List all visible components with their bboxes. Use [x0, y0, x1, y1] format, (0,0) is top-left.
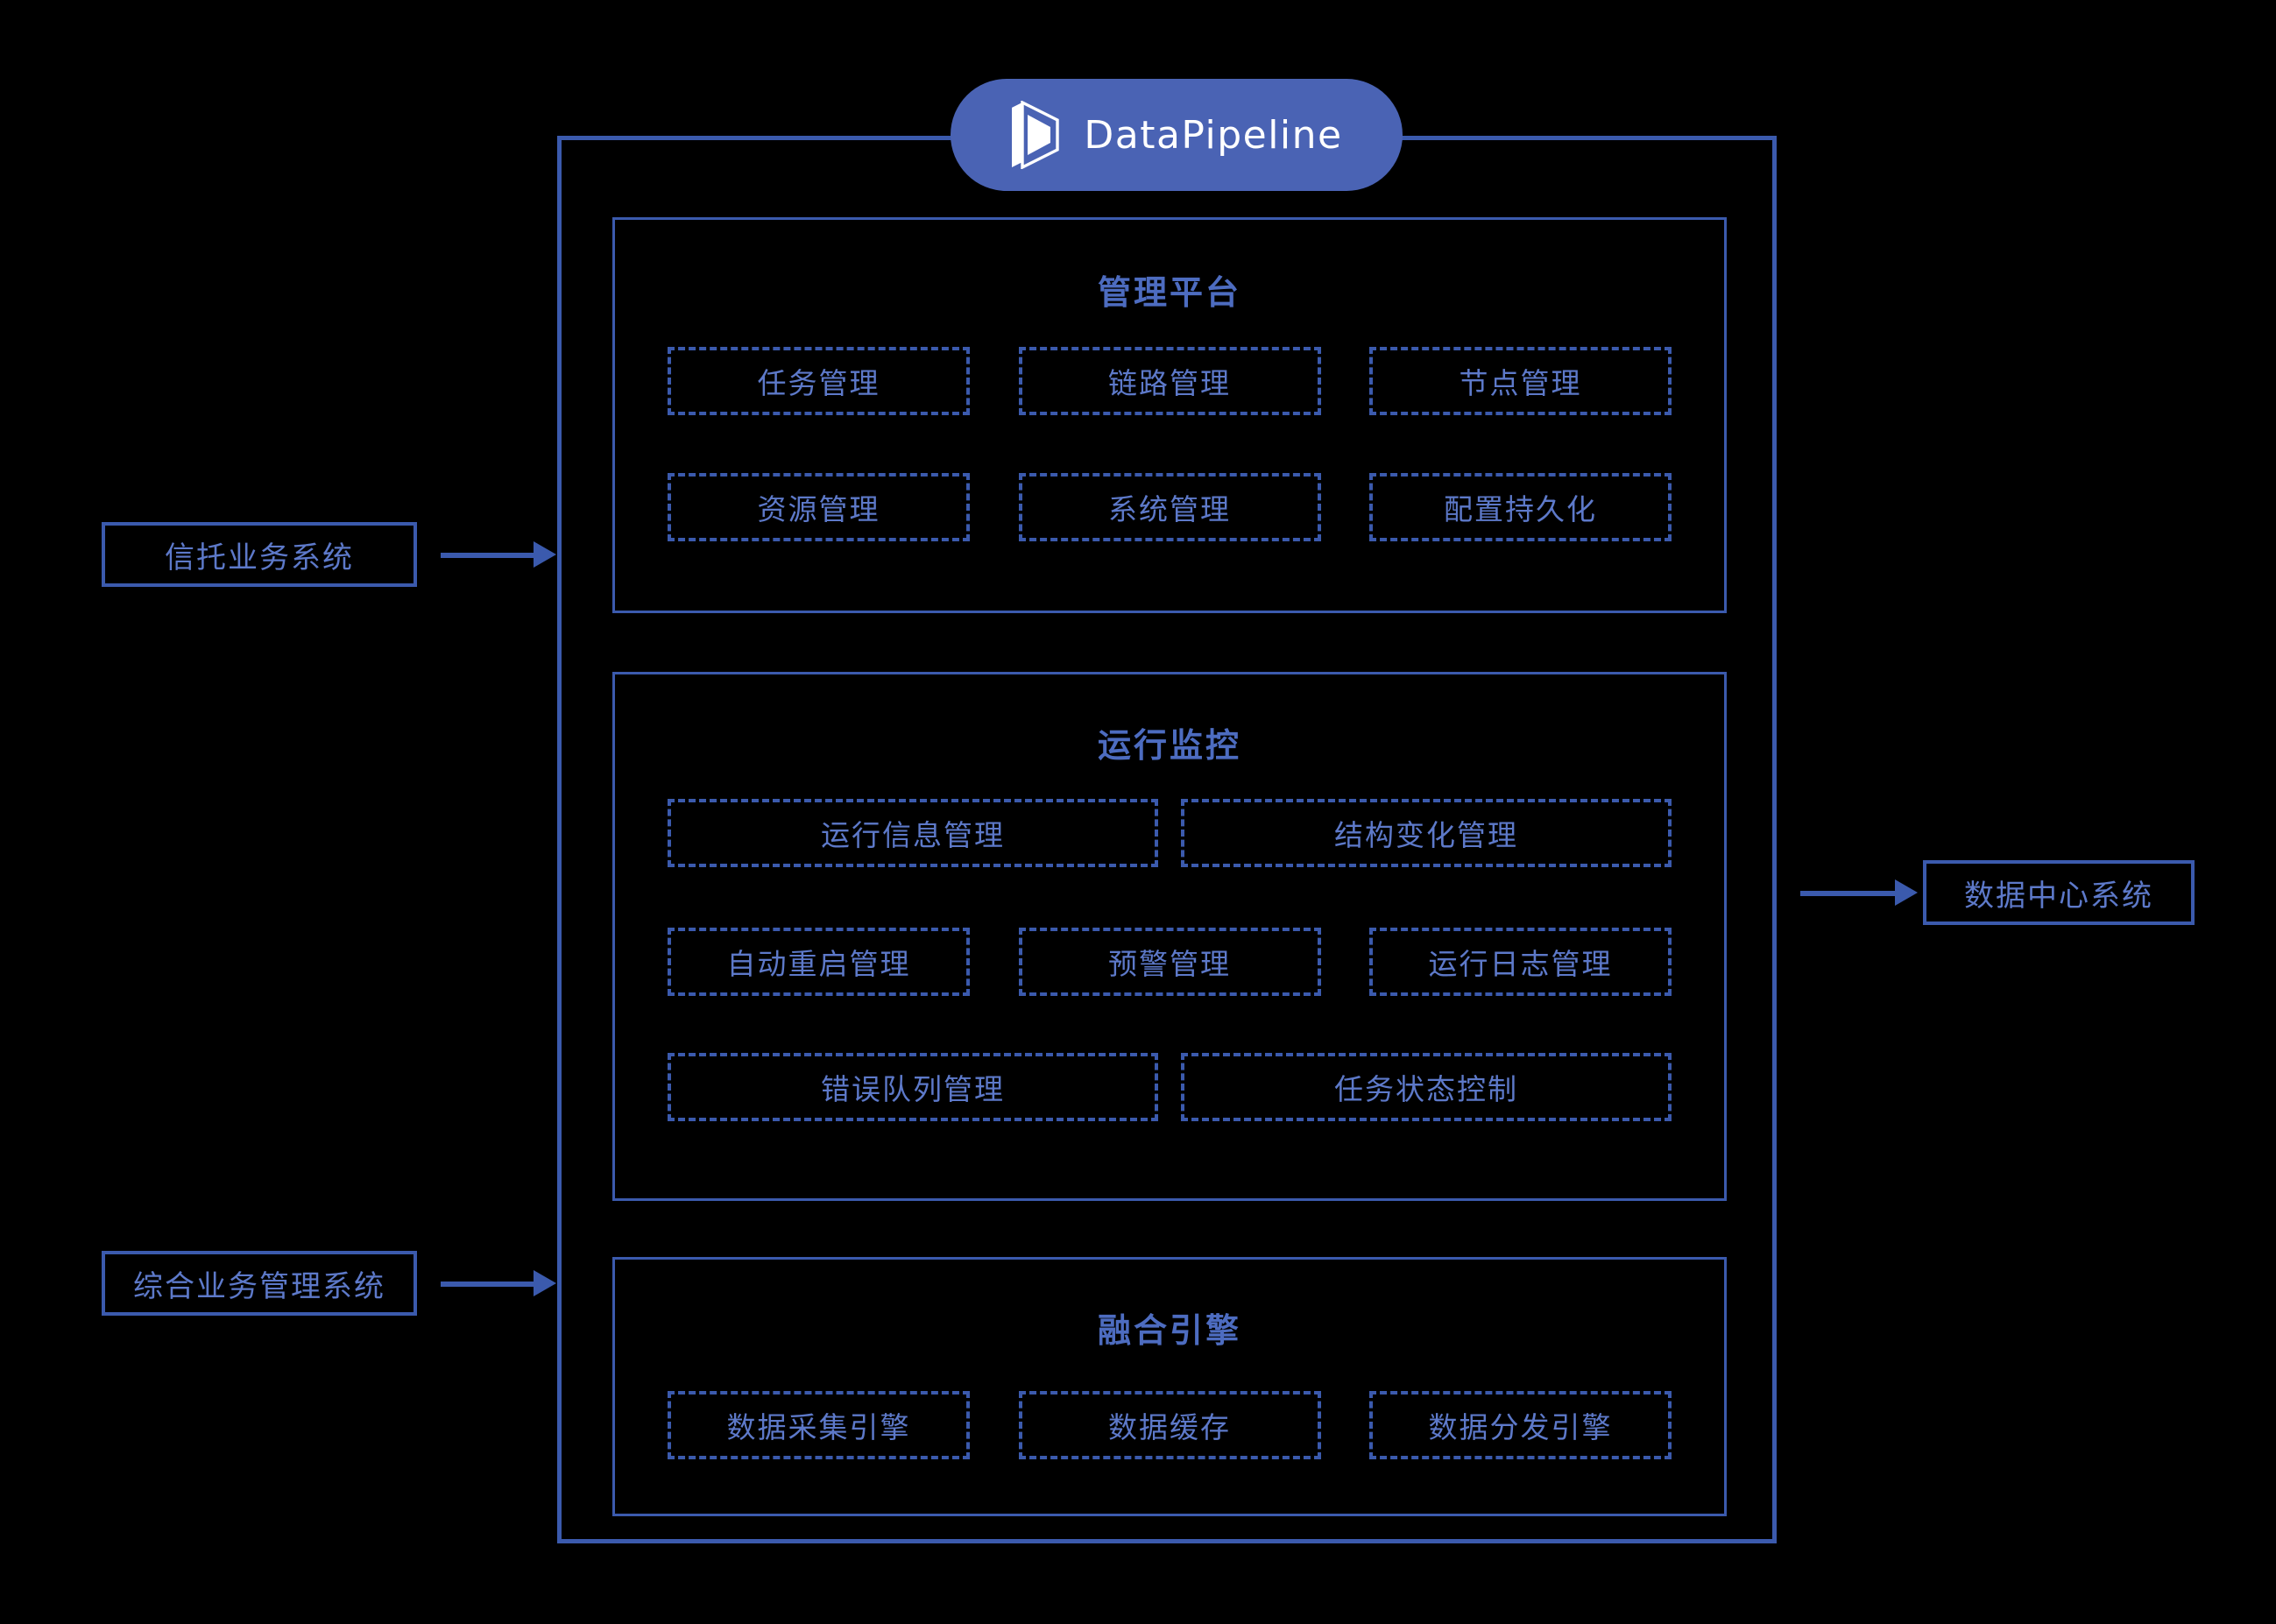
module-task-state-control[interactable]: 任务状态控制	[1181, 1053, 1672, 1121]
module-row: 任务管理 链路管理 节点管理	[668, 347, 1672, 415]
module-node-management[interactable]: 节点管理	[1369, 347, 1672, 415]
panel-title-management: 管理平台	[1097, 275, 1241, 312]
module-resource-management[interactable]: 资源管理	[668, 473, 970, 541]
external-system-label: 数据中心系统	[1964, 879, 2153, 913]
module-label: 运行日志管理	[1428, 948, 1613, 980]
module-label: 节点管理	[1459, 367, 1582, 399]
panel-title-engine: 融合引擎	[1097, 1313, 1241, 1350]
panel-fusion-engine: 融合引擎 数据采集引擎 数据缓存 数据分发引擎	[612, 1257, 1727, 1516]
module-data-collection-engine[interactable]: 数据采集引擎	[668, 1391, 970, 1459]
module-data-distribution-engine[interactable]: 数据分发引擎	[1369, 1391, 1672, 1459]
module-label: 系统管理	[1108, 493, 1231, 526]
module-label: 链路管理	[1108, 367, 1231, 399]
module-data-cache[interactable]: 数据缓存	[1018, 1391, 1321, 1459]
external-system-label: 综合业务管理系统	[133, 1269, 385, 1303]
arrow-head-icon	[534, 541, 556, 568]
module-row: 自动重启管理 预警管理 运行日志管理	[668, 928, 1672, 996]
panel-management-platform: 管理平台 任务管理 链路管理 节点管理 资源管理 系统管理	[612, 217, 1727, 613]
brand-name: DataPipeline	[1084, 112, 1343, 158]
brand-badge: DataPipeline	[951, 79, 1403, 191]
external-system-label: 信托业务系统	[165, 540, 354, 575]
module-label: 任务管理	[757, 367, 880, 399]
external-system-trust-business[interactable]: 信托业务系统	[102, 522, 417, 587]
module-label: 数据缓存	[1108, 1411, 1231, 1444]
datapipeline-cube-icon	[1012, 101, 1060, 169]
module-row: 数据采集引擎 数据缓存 数据分发引擎	[668, 1391, 1672, 1459]
module-structure-change-management[interactable]: 结构变化管理	[1181, 799, 1672, 867]
module-system-management[interactable]: 系统管理	[1018, 473, 1321, 541]
module-label: 资源管理	[757, 493, 880, 526]
module-label: 配置持久化	[1444, 493, 1597, 526]
panel-title-monitoring: 运行监控	[1097, 728, 1241, 765]
external-system-integrated-business[interactable]: 综合业务管理系统	[102, 1251, 417, 1316]
module-label: 自动重启管理	[726, 948, 911, 980]
arrow-trust-to-platform	[441, 541, 556, 568]
module-label: 运行信息管理	[821, 819, 1005, 851]
module-alert-management[interactable]: 预警管理	[1018, 928, 1321, 996]
external-system-data-center[interactable]: 数据中心系统	[1923, 860, 2195, 925]
module-task-management[interactable]: 任务管理	[668, 347, 970, 415]
module-link-management[interactable]: 链路管理	[1018, 347, 1321, 415]
module-row: 错误队列管理 任务状态控制	[668, 1053, 1672, 1121]
arrow-platform-to-datacenter	[1800, 879, 1919, 906]
arrow-integrated-to-platform	[441, 1270, 556, 1296]
module-label: 错误队列管理	[821, 1073, 1005, 1105]
module-auto-restart-management[interactable]: 自动重启管理	[668, 928, 970, 996]
platform-container: 管理平台 任务管理 链路管理 节点管理 资源管理 系统管理	[557, 136, 1777, 1543]
module-label: 结构变化管理	[1334, 819, 1518, 851]
arrow-head-icon	[534, 1270, 556, 1296]
module-runtime-info-management[interactable]: 运行信息管理	[668, 799, 1158, 867]
module-error-queue-management[interactable]: 错误队列管理	[668, 1053, 1158, 1121]
arrow-shaft	[1800, 891, 1897, 896]
arrow-head-icon	[1895, 879, 1918, 906]
module-label: 任务状态控制	[1334, 1073, 1518, 1105]
module-row: 运行信息管理 结构变化管理	[668, 799, 1672, 867]
module-label: 数据采集引擎	[726, 1411, 911, 1444]
module-runtime-log-management[interactable]: 运行日志管理	[1369, 928, 1672, 996]
module-label: 预警管理	[1108, 948, 1231, 980]
module-config-persistence[interactable]: 配置持久化	[1369, 473, 1672, 541]
module-row: 资源管理 系统管理 配置持久化	[668, 473, 1672, 541]
panel-runtime-monitoring: 运行监控 运行信息管理 结构变化管理 自动重启管理 预警管理 运行日志管理	[612, 672, 1727, 1201]
arrow-shaft	[441, 1282, 535, 1287]
arrow-shaft	[441, 553, 535, 558]
module-label: 数据分发引擎	[1428, 1411, 1613, 1444]
